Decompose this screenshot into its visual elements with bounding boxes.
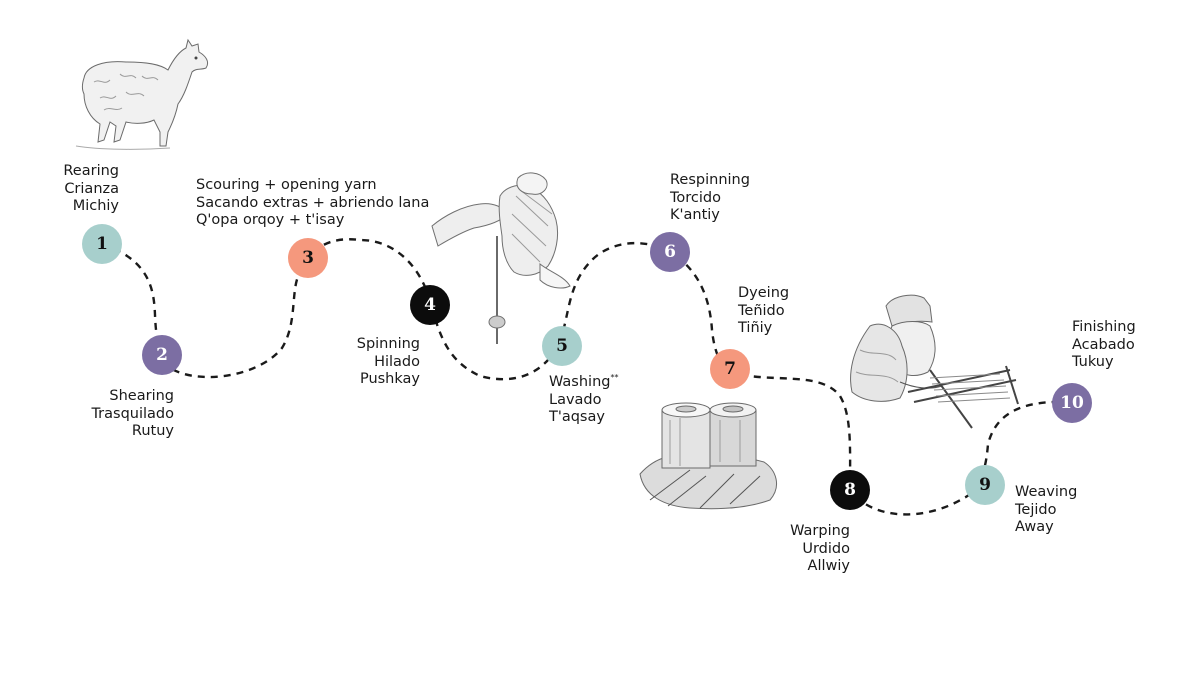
step-7-label-es: Teñido: [738, 302, 785, 319]
step-2-label-qu: Rutuy: [131, 423, 174, 439]
step-2-label-en: Shearing: [109, 388, 174, 404]
step-3-marker: [288, 238, 328, 278]
step-5: 5: [542, 326, 582, 366]
step-1-number: 1: [96, 234, 108, 254]
step-7-number: 7: [724, 359, 736, 379]
dye-pots-illustration: [639, 402, 778, 510]
step-4-label-qu: Pushkay: [359, 371, 420, 387]
step-3-label-es: Sacando extras + abriendo lana: [196, 194, 430, 211]
step-7: 7: [710, 349, 750, 389]
step-7-label-en: Dyeing: [738, 285, 790, 301]
step-4-number: 4: [424, 295, 436, 315]
step-5-label-en-row: Washing**: [549, 374, 618, 392]
step-10: 10: [1052, 383, 1092, 423]
step-3-label: Scouring + opening yarn Sacando extras +…: [196, 177, 429, 230]
process-path: [101, 238, 1071, 516]
step-8-label: Warping Urdido Allwiy: [790, 523, 850, 576]
step-9-number: 9: [979, 475, 991, 495]
step-5-label: Washing** Lavado T'aqsay: [549, 374, 618, 427]
step-8-number: 8: [844, 480, 856, 500]
step-2-label: Shearing Trasquilado Rutuy: [91, 388, 174, 441]
step-8: 8: [830, 470, 870, 510]
step-1-label-es: Crianza: [64, 180, 119, 197]
step-6-label-qu: K'antiy: [670, 207, 720, 223]
step-10-marker: [1052, 383, 1092, 423]
step-8-label-en: Warping: [790, 523, 850, 539]
step-7-marker: [710, 349, 750, 389]
step-6: 6: [650, 232, 690, 272]
step-8-marker: [830, 470, 870, 510]
step-10-label: Finishing Acabado Tukuy: [1072, 319, 1136, 372]
step-5-marker: [542, 326, 582, 366]
step-5-label-es: Lavado: [549, 391, 602, 408]
step-1-label-qu: Michiy: [72, 198, 119, 214]
spindle-illustration: [431, 172, 571, 344]
step-9-label-es: Tejido: [1015, 501, 1057, 518]
step-9-label: Weaving Tejido Away: [1015, 484, 1077, 537]
alpaca-illustration: [75, 38, 209, 150]
step-4-label-en: Spinning: [356, 336, 420, 352]
weaver-loom-illustration: [850, 294, 1019, 429]
step-6-label-es: Torcido: [670, 189, 721, 206]
step-3-number: 3: [302, 248, 314, 268]
step-9-marker: [965, 465, 1005, 505]
step-7-label: Dyeing Teñido Tiñiy: [738, 285, 789, 338]
step-3: 3: [288, 238, 328, 278]
step-9-label-en: Weaving: [1015, 484, 1078, 500]
step-10-label-en: Finishing: [1072, 319, 1136, 335]
step-6-number: 6: [664, 242, 676, 262]
step-2-number: 2: [156, 345, 168, 365]
step-1: 1: [82, 224, 122, 264]
step-8-label-es: Urdido: [802, 540, 850, 557]
step-10-label-es: Acabado: [1072, 336, 1135, 353]
step-2-marker: [142, 335, 182, 375]
step-6-label: Respinning Torcido K'antiy: [670, 172, 750, 225]
step-4-marker: [410, 285, 450, 325]
step-1-label-en: Rearing: [63, 163, 119, 179]
step-4-label-es: Hilado: [374, 353, 420, 370]
step-4: 4: [410, 285, 450, 325]
step-7-label-qu: Tiñiy: [738, 320, 773, 336]
step-1-marker: [82, 224, 122, 264]
step-2-label-es: Trasquilado: [91, 405, 174, 422]
step-9: 9: [965, 465, 1005, 505]
step-5-label-en: Washing: [549, 374, 611, 390]
step-5-number: 5: [556, 336, 568, 356]
step-4-label: Spinning Hilado Pushkay: [357, 336, 420, 389]
step-10-label-qu: Tukuy: [1072, 354, 1114, 370]
step-6-label-en: Respinning: [670, 172, 750, 188]
step-2: 2: [142, 335, 182, 375]
step-5-label-mark: **: [610, 373, 619, 383]
step-6-marker: [650, 232, 690, 272]
step-9-label-qu: Away: [1015, 519, 1054, 535]
step-8-label-qu: Allwiy: [807, 558, 850, 574]
step-5-label-qu: T'aqsay: [549, 409, 605, 425]
step-3-label-en: Scouring + opening yarn: [196, 177, 377, 193]
step-1-label: Rearing Crianza Michiy: [63, 163, 119, 216]
step-3-label-qu: Q'opa orqoy + t'isay: [196, 212, 345, 228]
step-10-number: 10: [1060, 393, 1084, 413]
